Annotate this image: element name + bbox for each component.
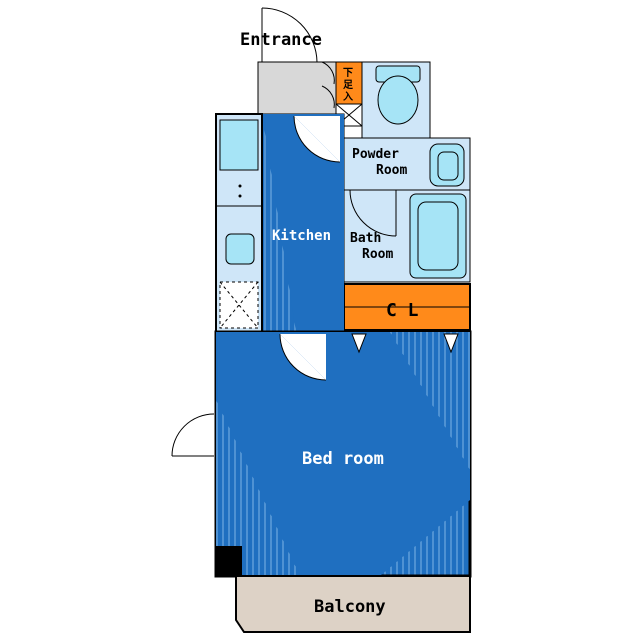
kitchen-label: Kitchen xyxy=(272,228,331,244)
powder-room-label-2: Room xyxy=(376,163,407,178)
balcony-label: Balcony xyxy=(314,597,386,617)
svg-text:下: 下 xyxy=(343,67,353,79)
entrance-area xyxy=(257,61,337,115)
svg-text:入: 入 xyxy=(343,91,353,103)
bath-room-label-2: Room xyxy=(362,247,393,262)
kitchen-counter xyxy=(215,113,263,333)
powder-room: Powder Room xyxy=(343,137,471,191)
bedroom-label: Bed room xyxy=(302,449,384,469)
closet: C L xyxy=(343,283,471,331)
toilet-room xyxy=(361,61,431,141)
bath-room-label-1: Bath xyxy=(350,231,381,246)
bath-room: Bath Room xyxy=(343,189,471,283)
svg-text:足: 足 xyxy=(343,79,354,91)
entrance-door xyxy=(261,7,318,63)
bedroom: Bed room xyxy=(214,330,472,578)
entrance-label: Entrance xyxy=(240,30,322,50)
closet-label: C L xyxy=(386,300,419,321)
powder-room-label-1: Powder xyxy=(352,147,399,162)
kitchen: Kitchen xyxy=(261,113,345,333)
balcony: Balcony xyxy=(235,575,471,633)
side-door xyxy=(171,413,215,457)
